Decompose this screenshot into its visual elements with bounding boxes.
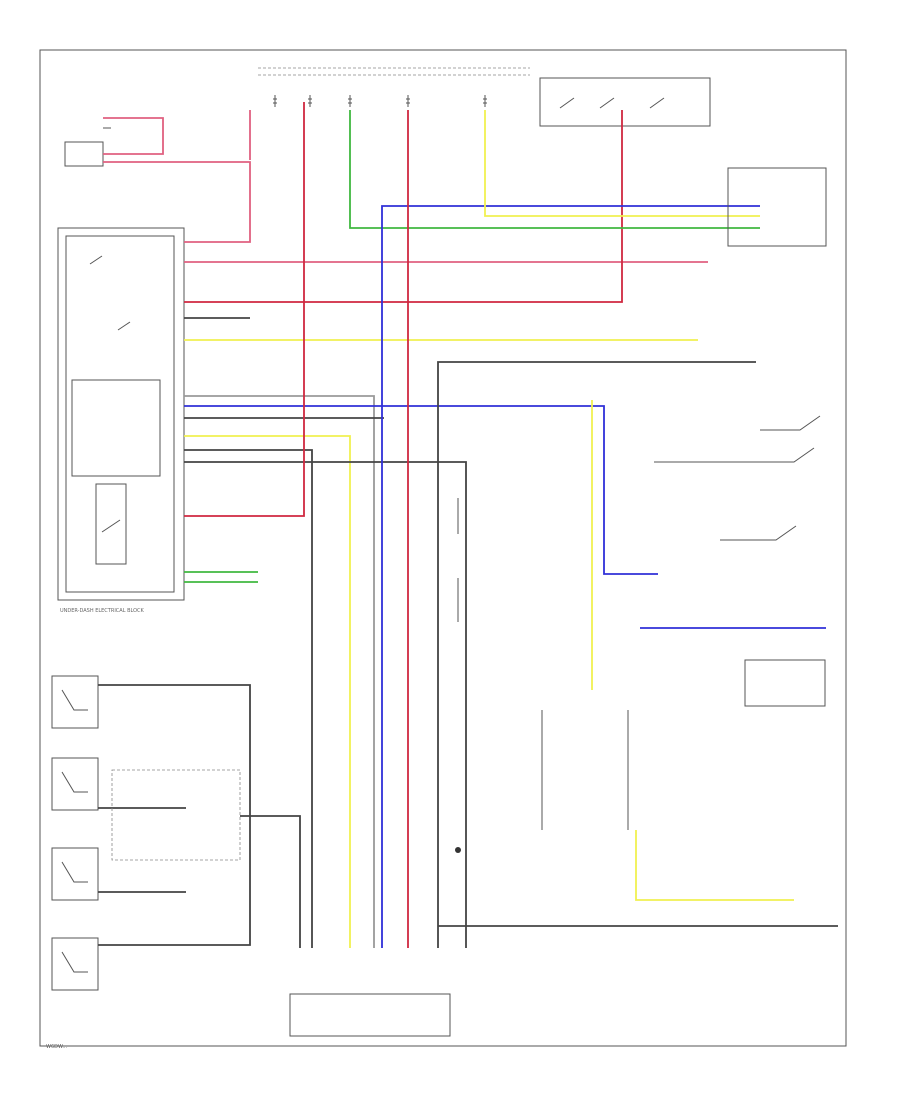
bottom-control-unit bbox=[289, 993, 451, 1037]
internal-switches bbox=[89, 255, 131, 331]
wire-door-rf-lr bbox=[98, 807, 186, 893]
wire-dark-3 bbox=[184, 461, 467, 948]
under-dash-inner bbox=[65, 235, 175, 593]
wire-blue-cross bbox=[184, 405, 658, 575]
relay-contact bbox=[101, 519, 121, 533]
right-switches bbox=[640, 415, 826, 707]
switch-door bbox=[760, 415, 821, 431]
door-switches bbox=[51, 675, 301, 991]
relay-switches-top bbox=[559, 97, 665, 109]
fuse-4 bbox=[406, 95, 410, 107]
wire-dark-ground bbox=[437, 361, 756, 948]
fuse-3 bbox=[348, 95, 352, 107]
switch-tailgate bbox=[720, 525, 797, 541]
door-switch-lf bbox=[51, 675, 99, 729]
wire-service-loop bbox=[103, 117, 164, 155]
wire-pink-main bbox=[103, 161, 251, 243]
relay-box-top bbox=[539, 77, 711, 127]
wire-green-top bbox=[349, 110, 760, 229]
door-junction-box bbox=[111, 769, 241, 861]
fuse-group bbox=[273, 95, 487, 107]
service-connector bbox=[64, 141, 104, 167]
wire-red-cross bbox=[184, 110, 623, 303]
wire-harness bbox=[103, 102, 708, 948]
wire-red-up bbox=[184, 102, 305, 517]
control-unit bbox=[71, 379, 161, 477]
door-switch-symbols bbox=[61, 689, 88, 973]
wire-dark-down bbox=[184, 449, 313, 948]
fuse-1 bbox=[273, 95, 277, 107]
wire-yellow-down bbox=[184, 435, 351, 948]
mid-connectors bbox=[455, 498, 794, 901]
fuse-wires bbox=[249, 110, 760, 948]
wire-blue-top bbox=[381, 205, 760, 948]
fuse-5 bbox=[483, 95, 487, 107]
under-dash-block bbox=[57, 227, 185, 601]
footer-code: W6DW... bbox=[46, 1044, 68, 1050]
door-switch-lr bbox=[51, 847, 99, 901]
wire-door-to-unit bbox=[240, 815, 301, 948]
door-switch-rr bbox=[51, 937, 99, 991]
wire-yellow-top bbox=[484, 110, 760, 217]
wire-door-lf-rr bbox=[98, 684, 251, 946]
connector-lower bbox=[541, 710, 629, 830]
ground-point bbox=[455, 847, 461, 853]
diagram-frame bbox=[39, 49, 847, 1047]
wire-yellow-right bbox=[635, 830, 794, 901]
internal-relay bbox=[95, 483, 127, 565]
module-top-right bbox=[727, 167, 827, 247]
switch-hood bbox=[654, 447, 815, 463]
fuse-2 bbox=[308, 95, 312, 107]
trunk-lock-box bbox=[744, 659, 826, 707]
under-dash-caption: UNDER-DASH ELECTRICAL BLOCK bbox=[60, 608, 145, 614]
door-switch-rf bbox=[51, 757, 99, 811]
wire-gray-down bbox=[184, 395, 375, 948]
